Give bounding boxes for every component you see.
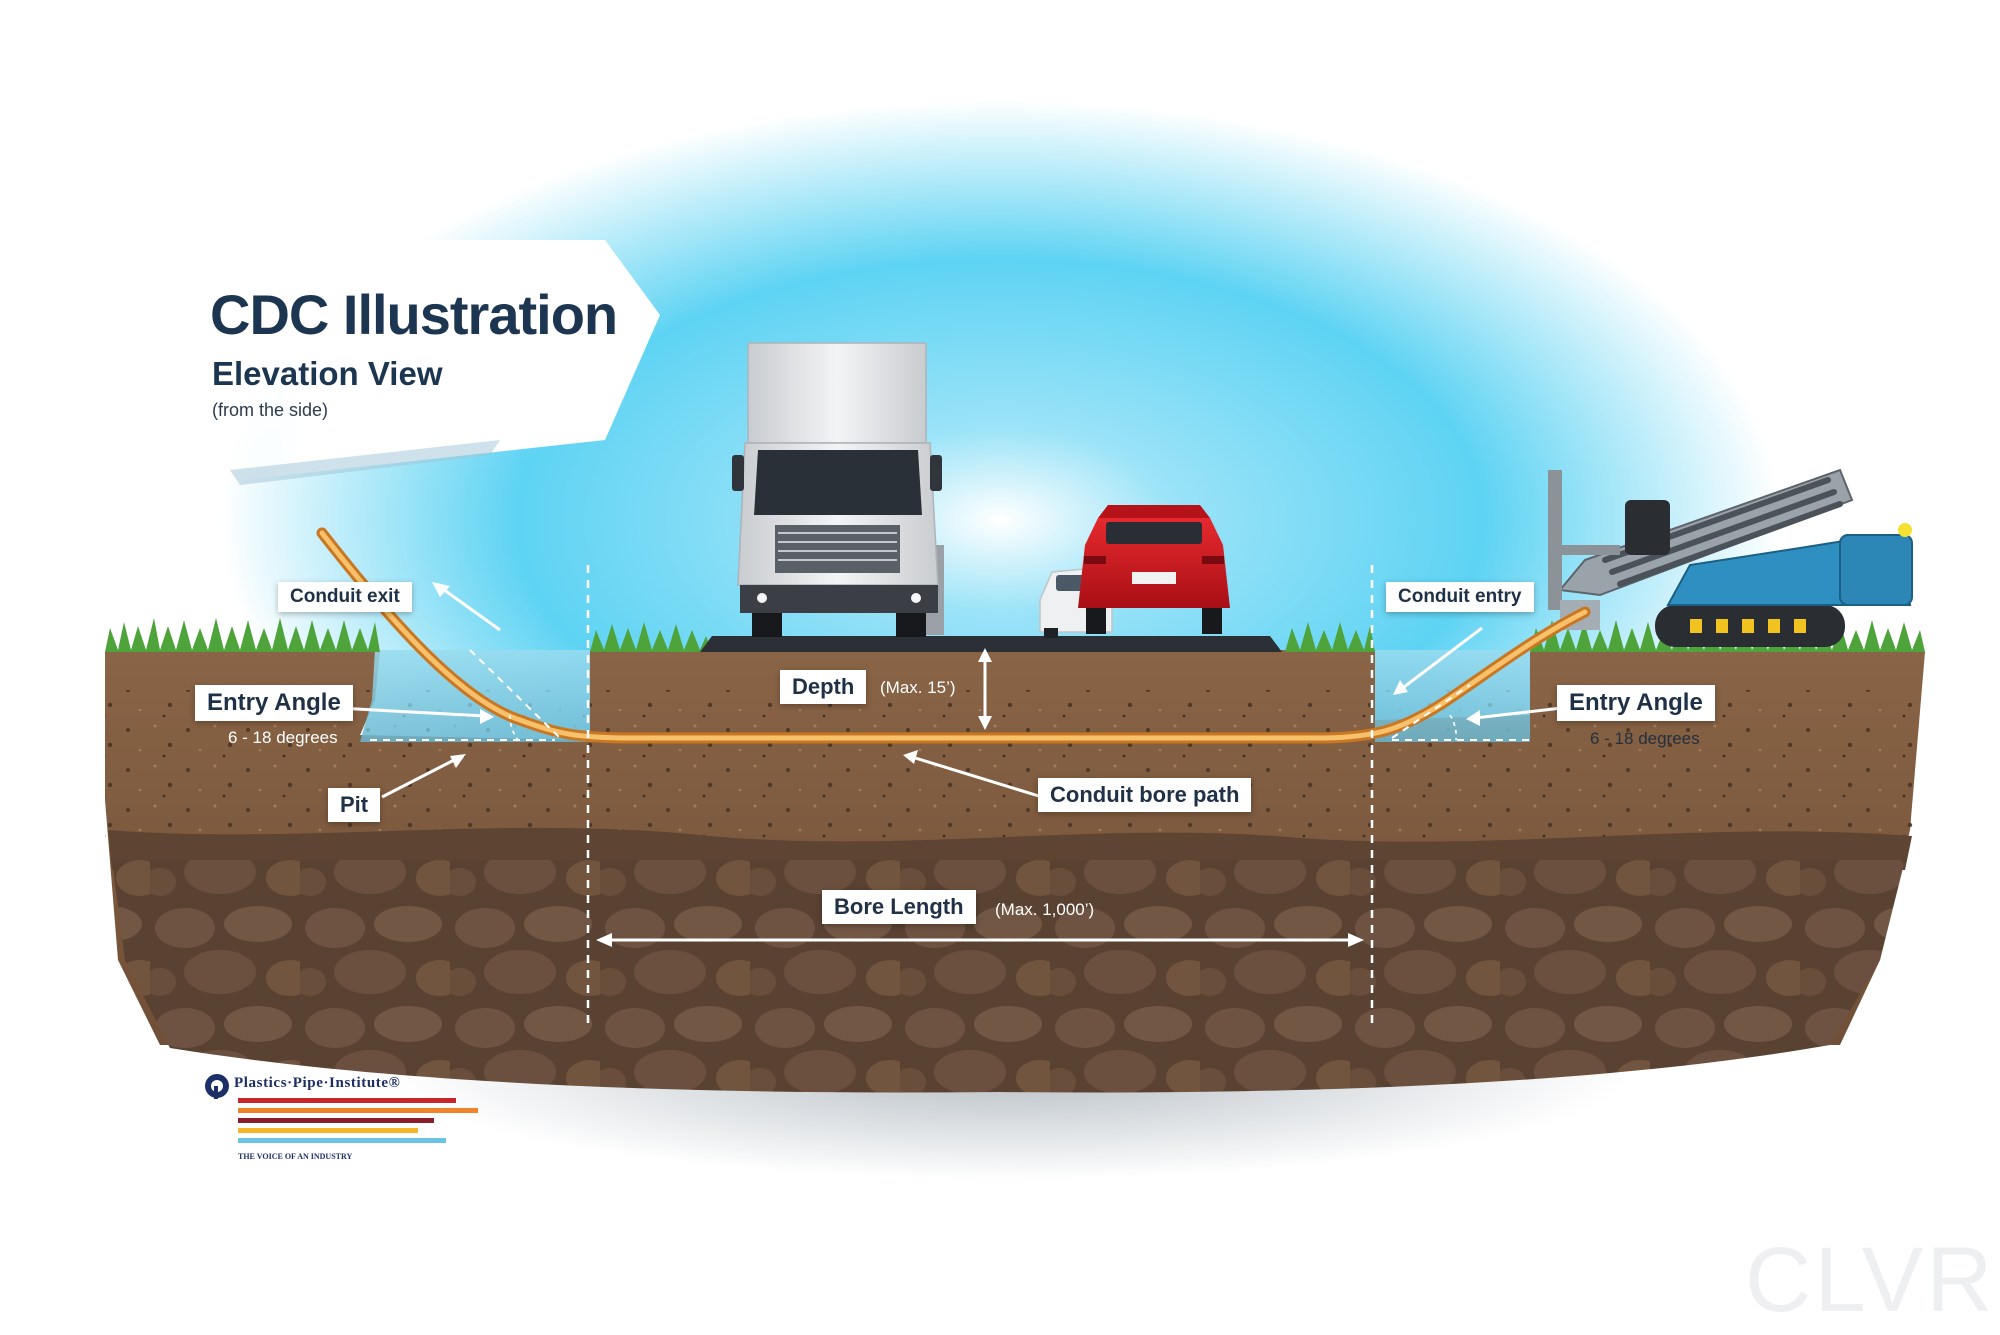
entry-angle-left-value: 6 - 18 degrees [228, 728, 338, 747]
truck-windshield [754, 450, 922, 515]
bore-length-max: (Max. 1,000’) [995, 900, 1095, 919]
truck-tire-right [896, 613, 926, 637]
entry-angle-right-arrow [1474, 706, 1563, 720]
leader-arrows [337, 582, 1563, 799]
label-entry-angle-right: Entry Angle [1557, 685, 1715, 721]
drill-rig-track-stripes [1690, 619, 1806, 633]
clay-layer [108, 827, 1912, 870]
grass-center-right [1285, 622, 1375, 652]
angle-ref-left-slope [469, 649, 561, 739]
conduit-entry-arrow [1399, 626, 1483, 692]
drill-rig-engine-cover [1839, 534, 1913, 606]
label-conduit-entry: Conduit entry [1386, 582, 1534, 612]
drill-rig [1548, 468, 1913, 647]
truck-headlight-right [911, 593, 921, 603]
truck-headlight-left [757, 593, 767, 603]
red-car-tire-left [1086, 608, 1106, 634]
truck-bumper [740, 585, 938, 613]
angle-arc-left [509, 714, 519, 741]
ppi-emblem-icon [205, 1074, 229, 1099]
truck-tire-left [752, 613, 782, 637]
label-conduit-exit: Conduit exit [278, 582, 412, 612]
grass-left [105, 618, 380, 652]
red-car-taillight-left [1084, 556, 1106, 564]
conduit-exit-arrow [439, 585, 501, 632]
grass-center-left [590, 622, 712, 652]
drill-rig-beacon [1898, 523, 1912, 537]
drill-rig-seat [1625, 500, 1670, 555]
label-depth: Depth [780, 670, 867, 704]
angle-arc-right [1449, 714, 1457, 741]
conduit-bore-path-highlight [319, 530, 1588, 741]
truck-mirror-left [732, 455, 744, 491]
title-banner-fold [230, 440, 500, 485]
plastics-pipe-institute-logo: Plastics·Pipe·Institute® THE VOICE OF AN… [204, 1072, 504, 1162]
subtitle-note: (from the side) [212, 400, 329, 420]
logo-stripe-yellow [238, 1128, 418, 1133]
logo-tagline: THE VOICE OF AN INDUSTRY [238, 1152, 353, 1161]
logo-stripe-maroon [238, 1118, 434, 1123]
truck-box [747, 342, 927, 444]
white-car-tire-left [1044, 628, 1058, 638]
drill-rig-operator-post [1548, 470, 1562, 610]
pit-arrow [381, 756, 459, 799]
label-conduit-bore-path: Conduit bore path [1038, 778, 1252, 812]
entry-angle-left-arrow [337, 706, 486, 718]
page-subtitle: Elevation View [212, 355, 443, 392]
red-car-tire-right [1202, 608, 1222, 634]
ground-cross-section [105, 650, 1925, 1093]
title-banner [150, 240, 660, 490]
logo-stripe-red [238, 1098, 456, 1103]
truck-mirror-right [930, 455, 942, 491]
depth-arrow [978, 648, 992, 730]
depth-max: (Max. 15’) [880, 678, 956, 697]
label-bore-length: Bore Length [822, 890, 976, 924]
drill-rig-control-arm [1560, 545, 1620, 555]
truck-grille-slats [778, 532, 897, 561]
red-car-rear-window [1106, 522, 1202, 544]
page-title: CDC Illustration [210, 283, 618, 346]
red-car-roof [1098, 505, 1210, 518]
logo-stripe-orange [238, 1108, 478, 1113]
red-car [1078, 505, 1230, 634]
label-entry-angle-left: Entry Angle [195, 685, 353, 721]
red-car-plate [1132, 572, 1176, 584]
truck [732, 342, 944, 637]
entry-angle-right-value: 6 - 18 degrees [1590, 729, 1700, 748]
angle-ref-right-slope [1391, 684, 1471, 739]
bore-length-arrow [596, 933, 1364, 947]
conduit-bore-path-arrow [911, 755, 1043, 799]
label-pit: Pit [328, 788, 381, 822]
logo-stripe-blue [238, 1138, 446, 1143]
red-car-taillight-right [1202, 556, 1224, 564]
logo-wordmark: Plastics·Pipe·Institute® [234, 1075, 401, 1091]
watermark: CLVR [1745, 1229, 1996, 1331]
rock-layer [112, 860, 1905, 1093]
road [700, 636, 1282, 652]
